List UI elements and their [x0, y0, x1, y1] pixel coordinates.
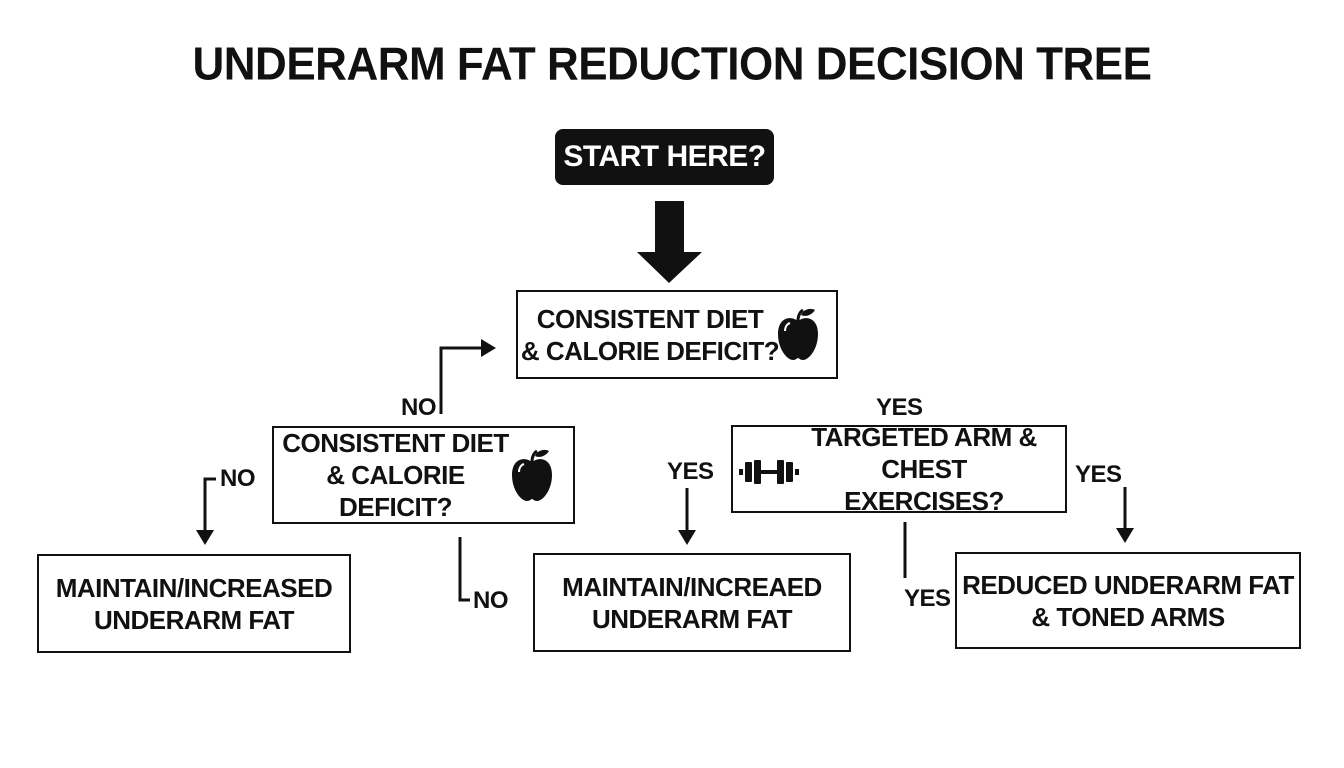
- question-exercise: TARGETED ARM & CHEST EXERCISES?: [731, 422, 1067, 516]
- yes-right-arrowhead: [1116, 528, 1134, 543]
- outcome-maintain-middle: MAINTAIN/INCREAED UNDERARM FAT: [533, 553, 851, 652]
- start-label: START HERE?: [563, 140, 766, 173]
- edge-label-no-bottom: NO: [473, 587, 509, 614]
- outcome-reduced-fat-line1: REDUCED UNDERARM FAT: [962, 569, 1294, 600]
- start-node: START HERE?: [555, 129, 774, 185]
- edge-label-yes-top: YES: [876, 394, 923, 421]
- no-up-arrow: [439, 346, 483, 414]
- edge-label-yes-middle: YES: [667, 458, 714, 485]
- apple-icon: [778, 308, 818, 360]
- question-diet-left-line1: CONSISTENT DIET: [282, 428, 509, 458]
- edge-label-no-left: NO: [220, 465, 256, 492]
- outcome-maintain-left-line2: UNDERARM FAT: [93, 604, 295, 635]
- yes-middle-arrowhead: [678, 530, 696, 545]
- no-left-arrow: [203, 477, 216, 532]
- outcome-maintain-middle-line2: UNDERARM FAT: [591, 603, 793, 634]
- outcome-reduced-fat-line2: & TONED ARMS: [1031, 601, 1225, 632]
- question-diet-left-line2: & CALORIE DEFICIT?: [326, 460, 465, 522]
- start-arrow: [637, 201, 702, 283]
- apple-icon: [512, 449, 552, 501]
- edge-label-yes-bottom: YES: [904, 585, 951, 612]
- edge-label-no-up: NO: [401, 394, 437, 421]
- outcome-reduced-fat: REDUCED UNDERARM FAT & TONED ARMS: [955, 552, 1301, 649]
- no-up-arrowhead: [481, 339, 496, 357]
- no-bottom-line: [458, 537, 470, 602]
- question-diet-top: CONSISTENT DIET & CALORIE DEFICIT?: [516, 290, 838, 379]
- outcome-maintain-left: MAINTAIN/INCREASED UNDERARM FAT: [37, 554, 351, 653]
- question-exercise-line2: EXERCISES?: [844, 486, 1004, 516]
- question-diet-top-line2: & CALORIE DEFICIT?: [520, 335, 780, 366]
- edge-label-yes-right: YES: [1075, 461, 1122, 488]
- question-diet-top-line1: CONSISTENT DIET: [536, 303, 764, 334]
- dumbbell-icon: [739, 460, 799, 484]
- outcome-maintain-middle-line1: MAINTAIN/INCREAED: [562, 571, 822, 602]
- diagram-title: UNDERARM FAT REDUCTION DECISION TREE: [192, 38, 1152, 91]
- no-left-arrowhead: [196, 530, 214, 545]
- question-exercise-line1: TARGETED ARM & CHEST: [811, 422, 1037, 484]
- outcome-maintain-left-line1: MAINTAIN/INCREASED: [55, 572, 333, 603]
- question-diet-left: CONSISTENT DIET & CALORIE DEFICIT?: [272, 426, 575, 524]
